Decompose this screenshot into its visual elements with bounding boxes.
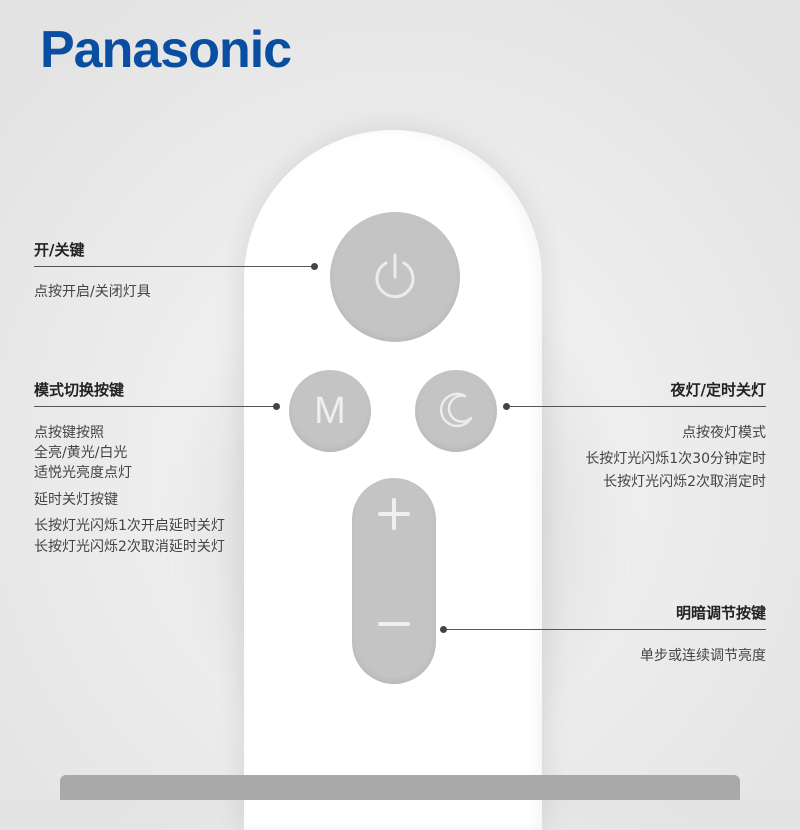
brightness-rocker bbox=[352, 478, 436, 684]
power-title: 开/关键 bbox=[34, 241, 85, 259]
mode-desc-5: 长按灯光闪烁1次开启延时关灯 bbox=[34, 518, 225, 534]
power-leader-dot bbox=[311, 263, 318, 270]
mode-desc-4: 延时关灯按键 bbox=[34, 492, 118, 508]
plus-icon[interactable] bbox=[376, 496, 412, 532]
remote-stand-base bbox=[60, 775, 740, 800]
brightness-leader-dot bbox=[440, 626, 447, 633]
power-leader-line bbox=[34, 266, 314, 267]
power-desc-1: 点按开启/关闭灯具 bbox=[34, 284, 151, 300]
night-leader-line bbox=[506, 406, 766, 407]
mode-button[interactable]: M bbox=[289, 370, 371, 452]
mode-desc-6: 长按灯光闪烁2次取消延时关灯 bbox=[34, 539, 225, 555]
night-desc-1: 点按夜灯模式 bbox=[682, 425, 766, 441]
brightness-desc-1: 单步或连续调节亮度 bbox=[640, 648, 766, 664]
night-title: 夜灯/定时关灯 bbox=[670, 381, 766, 399]
minus-icon[interactable] bbox=[376, 606, 412, 642]
night-light-button[interactable] bbox=[415, 370, 497, 452]
mode-desc-1: 点按键按照 bbox=[34, 425, 104, 441]
mode-desc-3: 适悦光亮度点灯 bbox=[34, 465, 132, 481]
mode-title: 模式切换按键 bbox=[34, 381, 125, 399]
mode-m-icon: M bbox=[314, 390, 346, 432]
brightness-leader-line bbox=[443, 629, 766, 630]
brightness-title: 明暗调节按键 bbox=[675, 604, 766, 622]
power-icon bbox=[375, 253, 415, 299]
night-desc-2: 长按灯光闪烁1次30分钟定时 bbox=[585, 451, 766, 467]
panasonic-logo: Panasonic bbox=[40, 21, 292, 79]
night-leader-dot bbox=[503, 403, 510, 410]
night-desc-3: 长按灯光闪烁2次取消定时 bbox=[603, 474, 766, 490]
mode-leader-dot bbox=[273, 403, 280, 410]
power-button[interactable] bbox=[330, 212, 460, 342]
mode-desc-2: 全亮/黄光/白光 bbox=[34, 445, 128, 461]
moon-icon bbox=[439, 392, 473, 428]
mode-leader-line bbox=[34, 406, 276, 407]
